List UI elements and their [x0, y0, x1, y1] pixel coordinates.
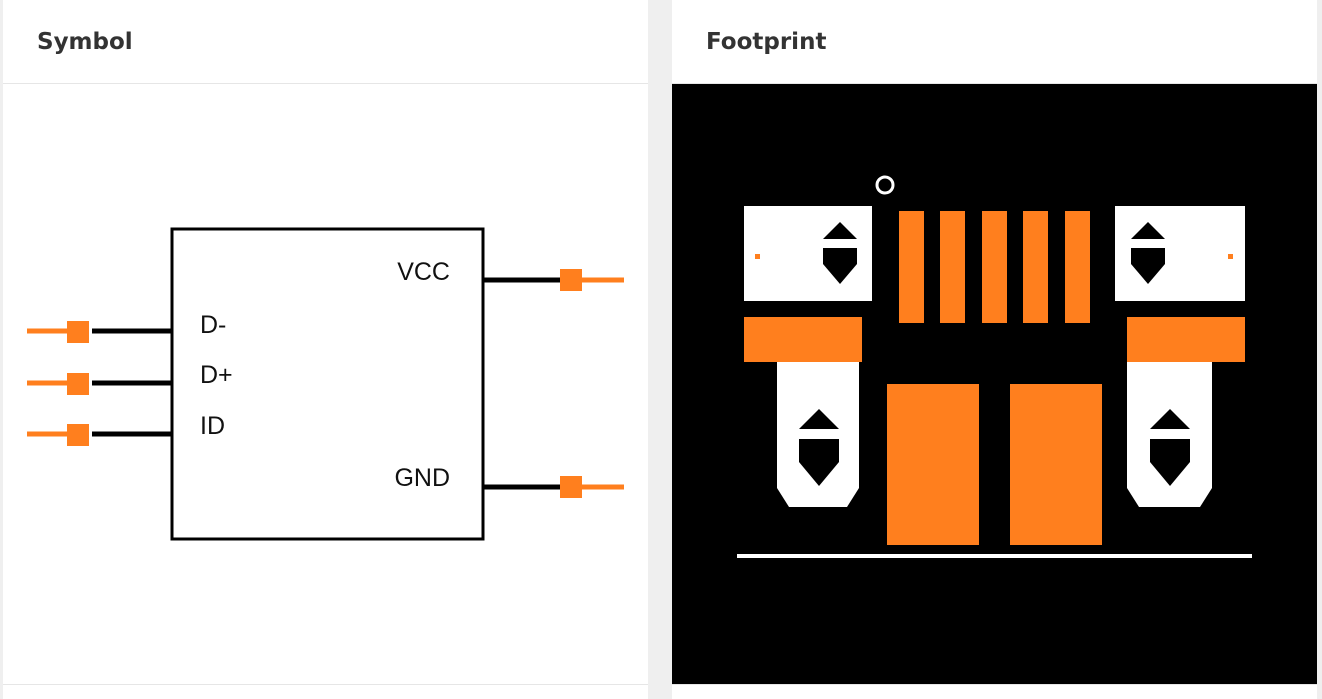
mount-tab-bottom-left — [777, 362, 859, 507]
pin-label-gnd: GND — [394, 464, 450, 492]
footprint-canvas — [672, 84, 1317, 684]
footprint-panel-divider — [672, 684, 1317, 685]
footprint-background — [672, 84, 1317, 684]
symbol-body — [170, 227, 485, 541]
large-pad-left — [887, 384, 979, 545]
shield-pad-left — [744, 317, 862, 362]
mount-block-top-right — [1115, 206, 1245, 301]
pad-4 — [1023, 211, 1048, 323]
pin-id[interactable]: ID — [27, 412, 225, 446]
pad-2 — [940, 211, 965, 323]
pin1-marker-icon — [875, 175, 895, 195]
symbol-panel-title: Symbol — [3, 0, 648, 84]
pad-1 — [899, 211, 924, 323]
pin-label-d-plus: D+ — [200, 361, 233, 389]
symbol-panel: Symbol D- D+ ID — [3, 0, 648, 699]
large-pad-right — [1010, 384, 1102, 545]
footprint-panel-title: Footprint — [672, 0, 1317, 84]
signal-pads — [899, 211, 1090, 323]
mount-tab-bottom-right — [1127, 362, 1212, 507]
pin-gnd[interactable]: GND — [394, 464, 624, 498]
pin-d-minus[interactable]: D- — [27, 311, 226, 343]
pin-label-id: ID — [200, 412, 225, 440]
pad-3 — [982, 211, 1007, 323]
board-edge-line — [737, 554, 1252, 558]
pin-label-vcc: VCC — [397, 258, 450, 286]
pin-d-plus[interactable]: D+ — [27, 361, 233, 395]
pad-5 — [1065, 211, 1090, 323]
pin-vcc[interactable]: VCC — [397, 258, 624, 291]
shield-pad-right — [1127, 317, 1245, 362]
footprint-panel: Footprint — [672, 0, 1317, 699]
symbol-panel-divider — [3, 684, 648, 685]
symbol-canvas: D- D+ ID VCC — [3, 84, 648, 684]
mount-block-top-left — [744, 206, 872, 301]
pin-label-d-minus: D- — [200, 311, 226, 339]
